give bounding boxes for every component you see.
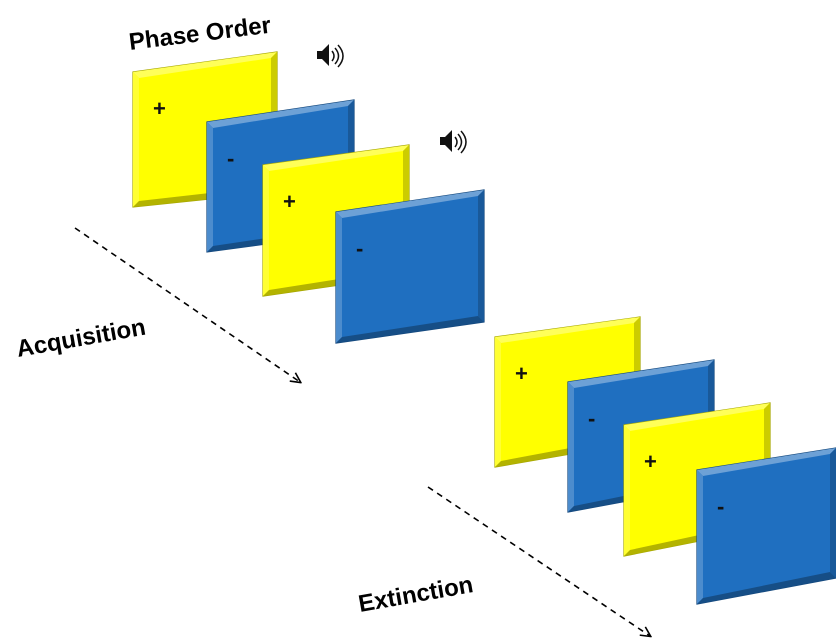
phase-label-acquisition: Acquisition: [14, 314, 147, 363]
acquisition-card-3-bevel-top: [263, 145, 409, 171]
speaker-icon: [317, 44, 344, 68]
acquisition-card-2-symbol: -: [227, 146, 234, 171]
extinction-arrow: [427, 486, 650, 636]
acquisition-cards: + - + -: [132, 51, 485, 344]
extinction-card-4-bevel-left: [697, 470, 703, 604]
extinction-card-3-bevel-left: [624, 425, 630, 556]
extinction-card-4: -: [696, 447, 836, 605]
extinction-cards: + - + -: [494, 316, 836, 605]
extinction-card-4-bevel-top: [697, 448, 836, 476]
extinction-card-4-bevel-bottom: [697, 572, 836, 604]
acquisition-card-3-bevel-left: [263, 165, 269, 296]
acquisition-card-4-bevel-right: [478, 190, 484, 322]
acquisition-card-4-bevel-top: [336, 190, 484, 218]
acquisition-card-4-symbol: -: [356, 236, 363, 261]
extinction-card-2-bevel-left: [568, 382, 574, 512]
extinction-card-3-bevel-top: [624, 403, 770, 431]
speaker-icon: [440, 130, 467, 154]
acquisition-card-4-bevel-bottom: [336, 316, 484, 343]
phase-label-extinction: Extinction: [356, 571, 475, 618]
extinction-card-2-bevel-top: [568, 360, 714, 388]
acquisition-card-4: -: [335, 189, 485, 344]
sound-icons: [317, 44, 467, 154]
extinction-card-4-symbol: -: [717, 494, 724, 519]
extinction-card-1-bevel-top: [495, 317, 640, 343]
extinction-card-1-symbol: +: [515, 361, 528, 386]
extinction-card-1-bevel-left: [495, 337, 501, 467]
extinction-card-2-symbol: -: [588, 406, 595, 431]
acquisition-card-1-bevel-left: [133, 72, 139, 207]
acquisition-card-2-bevel-top: [207, 100, 354, 128]
acquisition-card-2-bevel-left: [207, 122, 213, 252]
acquisition-card-4-bevel-left: [336, 212, 342, 343]
acquisition-card-1-symbol: +: [153, 96, 166, 121]
acquisition-arrow: [74, 227, 300, 382]
acquisition-card-3-symbol: +: [283, 189, 296, 214]
extinction-card-3-symbol: +: [644, 449, 657, 474]
acquisition-card-1-bevel-top: [133, 52, 277, 78]
diagram-title: Phase Order: [127, 12, 272, 56]
extinction-card-4-bevel-right: [830, 448, 836, 578]
